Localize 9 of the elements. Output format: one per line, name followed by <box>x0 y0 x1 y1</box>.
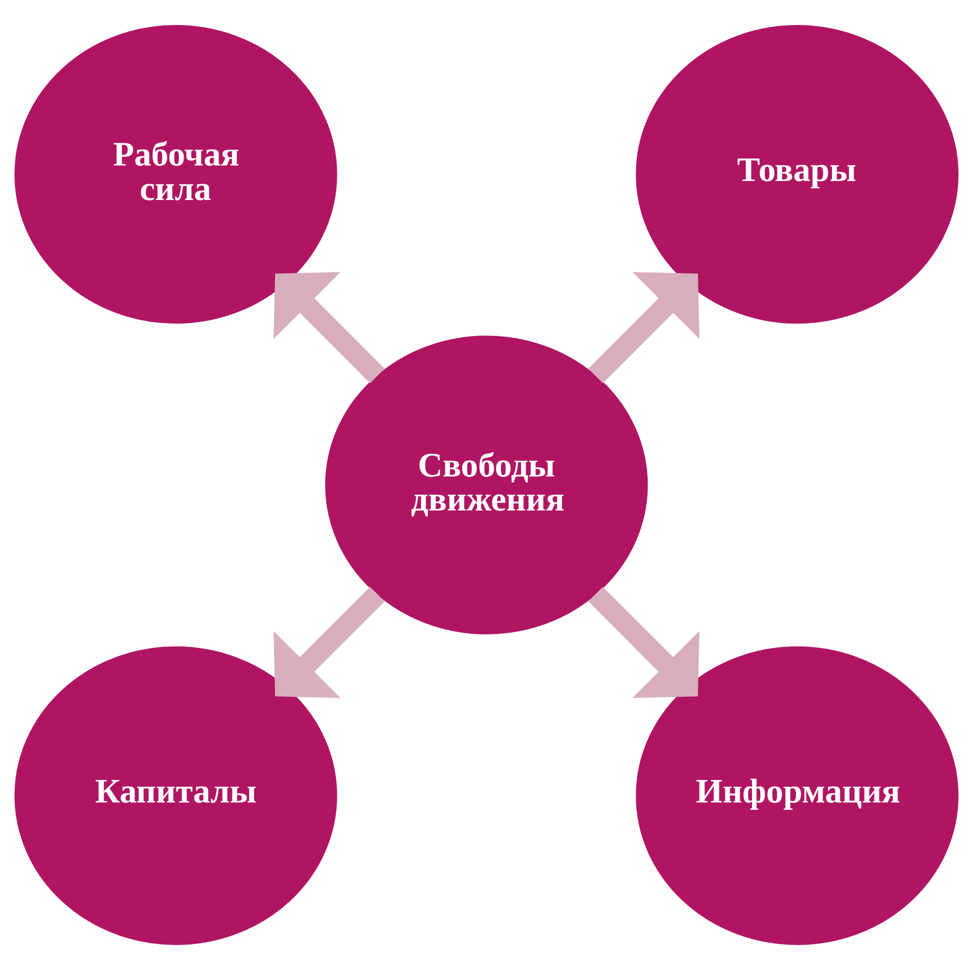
arrow <box>274 586 385 698</box>
arrow <box>588 272 700 384</box>
node-circle: Рабочая сила <box>14 25 338 324</box>
arrow <box>588 586 700 698</box>
node-circle: Свободы движения <box>325 336 648 634</box>
arrow <box>274 272 385 384</box>
node-circle: Капиталы <box>14 646 338 945</box>
node-circle: Товары <box>636 25 958 324</box>
node-circle: Информация <box>636 646 958 945</box>
